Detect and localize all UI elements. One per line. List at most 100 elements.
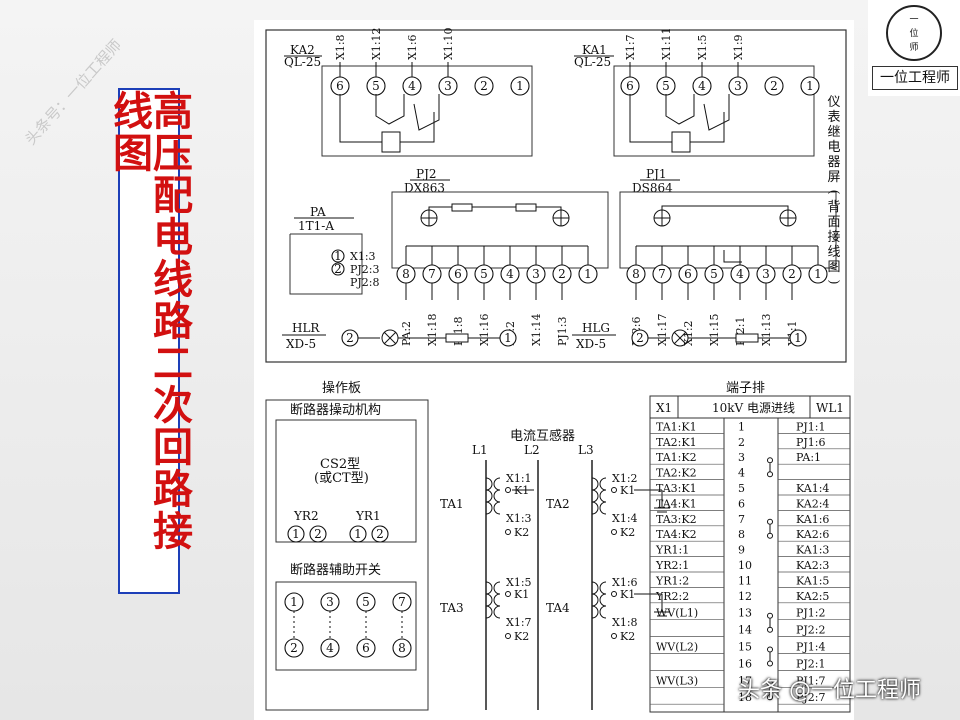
- meter-terminal-ref: PJ1:3: [556, 316, 569, 346]
- ct-terminal-ref: X1:7: [506, 616, 532, 629]
- tb-cell-left: YR2:1: [655, 559, 689, 572]
- terminal-number-label: 2: [314, 527, 322, 541]
- terminal-number-label: 2: [376, 527, 384, 541]
- phase-label: L3: [578, 443, 594, 457]
- logo-glyph: 师: [909, 41, 918, 53]
- aux-terminal: 5: [356, 592, 376, 612]
- aux-terminal: 7: [392, 592, 412, 612]
- coil-terminal: 2: [309, 525, 327, 543]
- table-row: 14 PJ2:2: [650, 624, 850, 637]
- lamp-terminal: 2: [631, 329, 649, 347]
- terminal-number-label: 1: [794, 331, 802, 345]
- ct-name: TA1: [440, 497, 464, 511]
- terminal-number-label: 7: [398, 595, 406, 609]
- tb-cell-number: 7: [738, 513, 745, 526]
- meter-terminal: 6: [448, 264, 468, 284]
- coil-terminal: 2: [371, 525, 389, 543]
- logo-glyph: 位: [909, 27, 918, 39]
- ct-k1: K1: [620, 484, 635, 497]
- lamp-name: HLR: [292, 321, 320, 335]
- relay-terminal-ref: X1:8: [334, 34, 347, 60]
- meter-terminal: 7: [422, 264, 442, 284]
- ct-terminal-ref: X1:5: [506, 576, 532, 589]
- side-label-char: 面: [827, 215, 840, 230]
- terminal-number-label: 4: [698, 79, 706, 93]
- terminal-number-label: 2: [636, 331, 644, 345]
- meter-pj1: PJ1 DS864: [619, 167, 837, 269]
- aux-terminal: 2: [284, 638, 304, 658]
- tb-cell-number: 2: [738, 436, 745, 449]
- meter-terminal-ref: X1:16: [478, 313, 491, 346]
- side-label-char: (: [826, 189, 841, 194]
- relay-ka1: KA1 QL-25: [574, 43, 815, 157]
- tb-header-cell: WL1: [816, 401, 844, 415]
- meter-name: PJ1: [646, 167, 667, 181]
- tb-cell-right: PJ2:7: [796, 691, 826, 704]
- tb-header-cell: 10kV 电源进线: [712, 401, 795, 415]
- meter-terminal-ref: X1:2: [682, 320, 695, 346]
- ammeter-model: 1T1-A: [298, 219, 334, 233]
- tb-cell-left: WV(L1): [656, 607, 698, 620]
- tb-cell-left: TA2:K1: [656, 436, 697, 449]
- relay-panel-frame: [265, 29, 847, 363]
- ct-k2: K2: [514, 526, 529, 539]
- title-panel: 高压配电线路二次回路接线图: [106, 88, 192, 594]
- meter-terminal-ref: X1:13: [760, 313, 773, 346]
- aux-terminal: 4: [320, 638, 340, 658]
- terminal-number-label: 2: [480, 79, 488, 93]
- tb-header-cell: X1: [656, 401, 672, 415]
- meter-terminal: 3: [526, 264, 546, 284]
- terminal-number-label: 4: [736, 267, 744, 281]
- terminal-number-label: 8: [398, 641, 406, 655]
- meter-terminal: 2: [552, 264, 572, 284]
- side-label-char: 屏: [827, 170, 840, 185]
- relay-terminal-ref: X1:6: [406, 34, 419, 60]
- logo-mark-icon: 一 位 师: [886, 5, 942, 61]
- operation-board-frame: [265, 399, 429, 711]
- ammeter-terminal-ref: X1:3: [350, 250, 376, 263]
- terminal-number-label: 2: [334, 262, 342, 276]
- terminal-number-label: 1: [290, 595, 298, 609]
- meter-terminal: 7: [652, 264, 672, 284]
- operation-board-label: 操作板: [322, 380, 361, 396]
- terminal-number-label: 5: [362, 595, 370, 609]
- terminal-number-label: 1: [292, 527, 300, 541]
- terminal-number-label: 5: [662, 79, 670, 93]
- ammeter-name: PA: [310, 205, 326, 219]
- relay-internal-wiring: [339, 94, 730, 153]
- tb-cell-right: PA:1: [796, 451, 821, 464]
- tb-cell-number: 17: [738, 674, 752, 687]
- tb-cell-right: PJ1:6: [796, 436, 826, 449]
- side-label-char: ): [826, 279, 841, 284]
- tb-cell-right: PJ2:2: [796, 624, 826, 637]
- relay-terminal: 2: [764, 76, 784, 96]
- meter-terminal: 2: [782, 264, 802, 284]
- relay-ka2: KA2 QL-25: [284, 43, 533, 157]
- tb-cell-left: YR2:2: [655, 590, 689, 603]
- tb-cell-left: WV(L2): [656, 641, 698, 654]
- tb-cell-number: 10: [738, 559, 752, 572]
- meter-terminal: 1: [808, 264, 828, 284]
- tb-cell-number: 14: [738, 624, 752, 637]
- relay-terminal-ref: X1:9: [732, 34, 745, 60]
- tb-cell-left: TA4:K1: [656, 497, 697, 510]
- ct-name: TA4: [546, 601, 570, 615]
- meter-terminal: 3: [756, 264, 776, 284]
- terminal-number-label: 4: [326, 641, 334, 655]
- ct-name: TA3: [440, 601, 464, 615]
- ct-terminal-ref: X1:4: [612, 512, 638, 525]
- terminal-block-frame: [649, 395, 851, 713]
- ammeter-terminal: 1: [331, 249, 345, 263]
- terminal-number-label: 2: [770, 79, 778, 93]
- tb-cell-right: KA2:4: [796, 497, 829, 510]
- relay-terminal: 5: [366, 76, 386, 96]
